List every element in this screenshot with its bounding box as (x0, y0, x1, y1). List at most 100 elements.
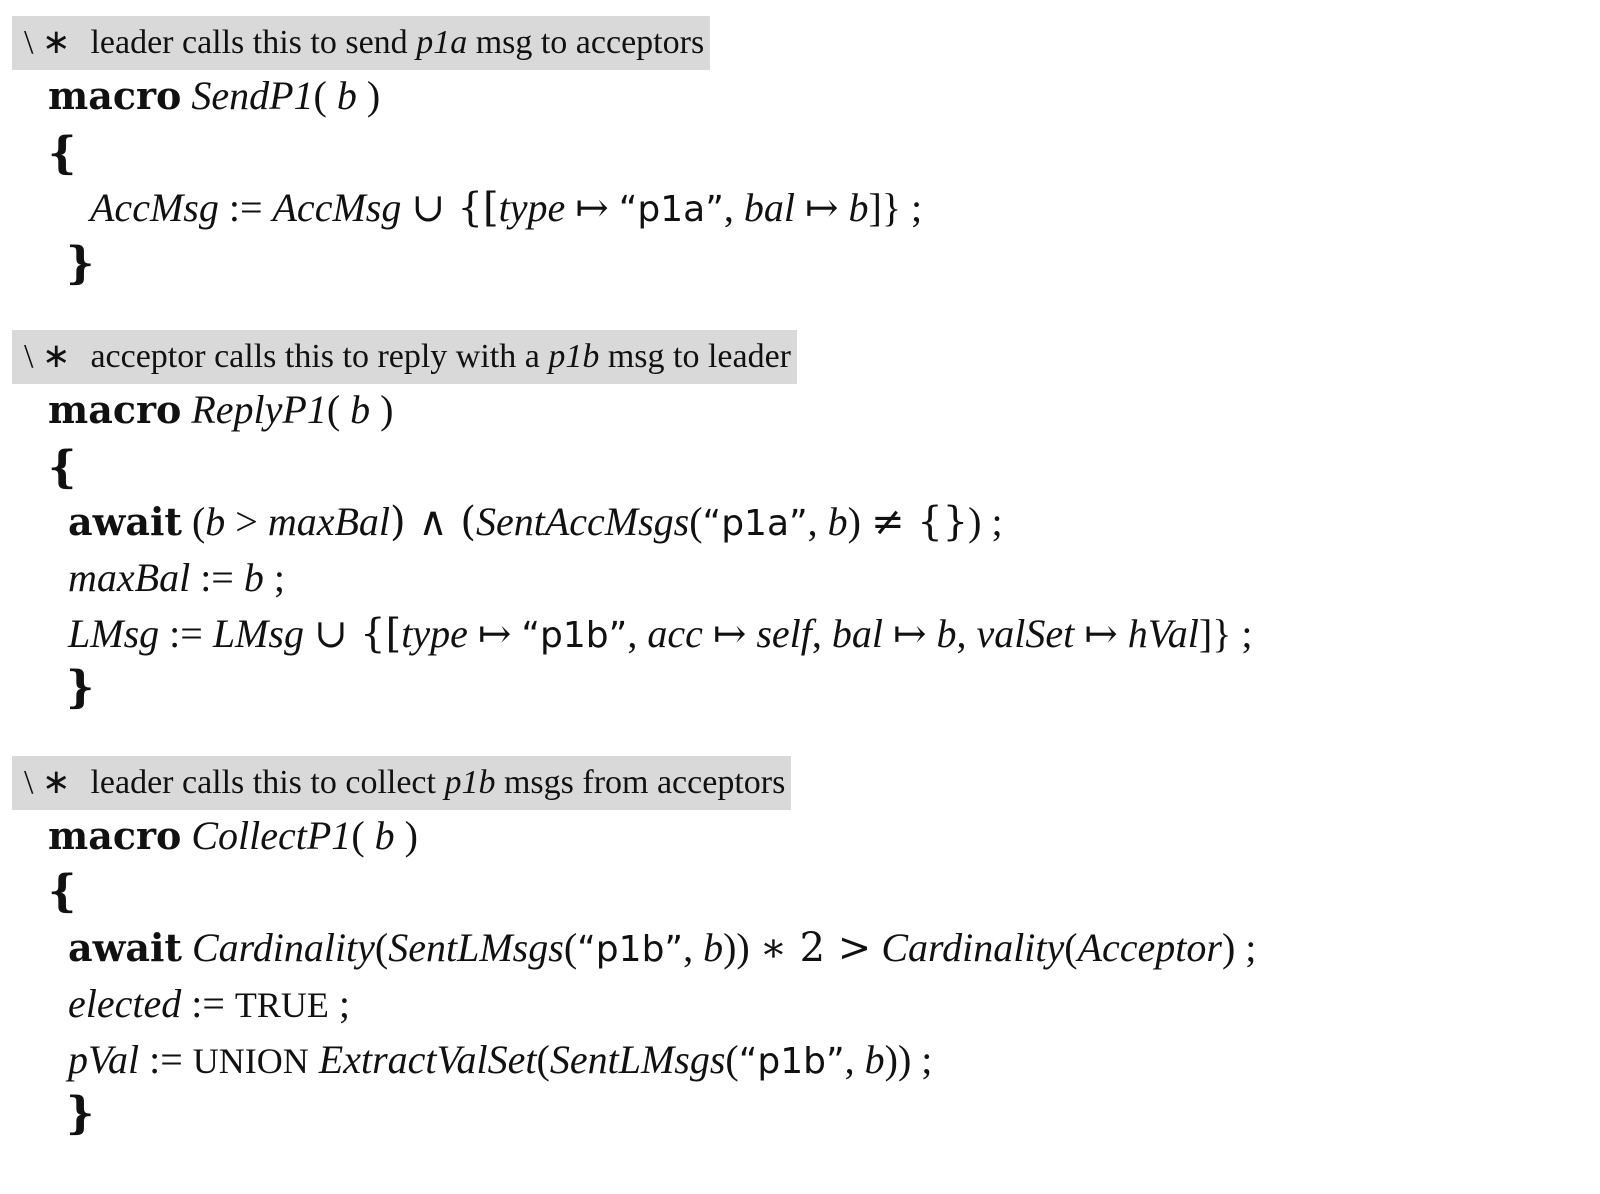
function-name: Cardinality (881, 925, 1065, 970)
maps-to: ↦ (893, 611, 927, 657)
var: b (205, 499, 226, 544)
var: AccMsg (90, 185, 219, 230)
maps-to: ↦ (1084, 611, 1118, 657)
var: AccMsg (272, 185, 402, 230)
string-literal: “p1a” (702, 503, 808, 544)
statement-elected-assign: elected := TRUE ; (68, 980, 350, 1029)
statement-await-p1a: await (b > maxBal) ∧ (SentAccMsgs(“p1a”,… (68, 498, 1003, 548)
field: type (401, 611, 468, 656)
statement-end: ) ; (968, 499, 1003, 544)
comment-msg-type: p1b (444, 764, 496, 801)
comma: , (723, 185, 734, 230)
macro-param: b (350, 387, 371, 432)
not-equal-op: ≠ {} (871, 499, 969, 545)
paren-close: ) (404, 813, 418, 858)
statement-end: ]} ; (868, 185, 923, 230)
assign-op: := (200, 555, 234, 600)
var: b (703, 925, 724, 970)
open-brace: { (48, 128, 77, 179)
paren: ( (689, 499, 703, 544)
macro-header-send-p1: macro SendP1( b ) (48, 72, 380, 120)
macro-keyword: macro (48, 387, 182, 432)
paren-close: ) (366, 73, 381, 118)
comment-marker: \ ∗ (24, 24, 71, 61)
comment-marker: \ ∗ (24, 338, 71, 375)
paren: ) (847, 499, 861, 544)
paren-close: ) (380, 387, 394, 432)
statement-end: ; (338, 981, 351, 1026)
gt-op: > (235, 499, 258, 544)
assign-op: := (149, 1037, 183, 1082)
comma: , (844, 1037, 855, 1082)
statement-accmsg-update: AccMsg := AccMsg ∪ {[type ↦ “p1a”, bal ↦… (90, 184, 922, 234)
await-keyword: await (68, 499, 182, 544)
statement-lmsg-update: LMsg := LMsg ∪ {[type ↦ “p1b”, acc ↦ sel… (68, 610, 1253, 660)
comment-text-end: msgs from acceptors (503, 764, 786, 801)
macro-param: b (374, 813, 395, 858)
comma: , (627, 611, 638, 656)
comment-marker: \ ∗ (24, 764, 71, 801)
comment-text: leader calls this to send (90, 24, 408, 61)
var: b (864, 1037, 885, 1082)
var: self (756, 611, 812, 656)
assign-op: := (191, 981, 225, 1026)
var: b (848, 185, 869, 230)
var: b (243, 555, 264, 600)
close-brace: } (66, 662, 95, 713)
assign-op: := (169, 611, 203, 656)
var: maxBal (267, 499, 391, 544)
field: type (498, 185, 566, 230)
comma: , (807, 499, 818, 544)
statement-maxbal-assign: maxBal := b ; (68, 554, 285, 602)
var: maxBal (68, 555, 191, 600)
var: Acceptor (1077, 925, 1222, 970)
comment-text: leader calls this to collect (90, 764, 436, 801)
var: pVal (68, 1037, 140, 1082)
paren-open: ( (326, 387, 341, 432)
var: LMsg (68, 611, 160, 656)
paren-open: ( (313, 73, 327, 118)
function-name: SentLMsgs (388, 925, 564, 970)
field: bal (743, 185, 796, 230)
paren: ( (1064, 925, 1078, 970)
var: hVal (1127, 611, 1199, 656)
comma: , (956, 611, 967, 656)
statement-end: ) ; (1221, 925, 1257, 970)
union-op: ∪ {[ (313, 611, 402, 657)
macro-name: CollectP1 (191, 813, 352, 858)
function-name: SentAccMsgs (475, 499, 690, 544)
comment-send-p1: \ ∗leader calls this to send p1a msg to … (12, 16, 711, 70)
statement-end: )) ; (884, 1037, 933, 1082)
statement-end: ; (273, 555, 285, 600)
comment-msg-type: p1a (416, 24, 468, 61)
paren: )) (723, 925, 750, 970)
paren: ( (563, 925, 578, 970)
function-name: Cardinality (191, 925, 375, 970)
await-keyword: await (68, 925, 182, 970)
field: valSet (976, 611, 1075, 656)
string-literal: “p1a” (618, 189, 724, 230)
maps-to: ↦ (805, 185, 839, 231)
field: bal (831, 611, 884, 656)
var: b (827, 499, 848, 544)
macro-header-collect-p1: macro CollectP1( b ) (48, 812, 418, 860)
var: LMsg (212, 611, 304, 656)
open-brace: { (48, 442, 77, 493)
paren: ( (725, 1037, 739, 1082)
macro-param: b (336, 73, 357, 118)
comment-msg-type: p1b (548, 338, 600, 375)
paren: ( (536, 1037, 550, 1082)
comment-text-end: msg to leader (607, 338, 792, 375)
comment-collect-p1: \ ∗ leader calls this to collect p1b msgs… (12, 756, 792, 810)
statement-end: ]} ; (1198, 611, 1253, 656)
macro-name: ReplyP1 (191, 387, 327, 432)
close-brace: } (66, 238, 95, 289)
union-op: ∪ {[ (411, 185, 499, 231)
and-op: ) ∧ ( (390, 499, 476, 545)
macro-keyword: macro (48, 73, 182, 118)
statement-await-quorum: await Cardinality(SentLMsgs(“p1b”, b)) ∗… (68, 924, 1256, 974)
constant: TRUE (234, 985, 329, 1025)
paren: ( (191, 499, 206, 544)
var: elected (68, 981, 182, 1026)
paren-open: ( (351, 813, 365, 858)
